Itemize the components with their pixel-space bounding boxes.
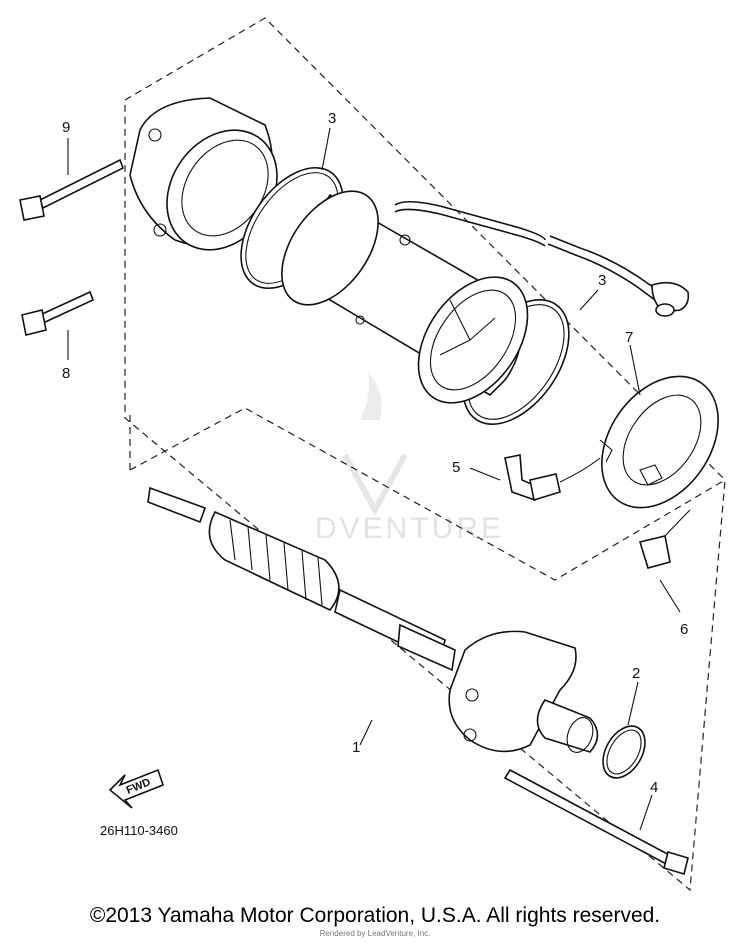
callout-3-right: 3 (598, 272, 606, 289)
o-ring-2-inner (606, 729, 642, 775)
starter-motor-exploded-diagram: DVENTURE (19, 17, 726, 892)
callout-2: 2 (632, 665, 640, 682)
callout-1: 1 (352, 739, 360, 756)
watermark-text: DVENTURE (315, 512, 504, 545)
bolt-9 (19, 158, 125, 221)
bolt-8 (21, 290, 95, 336)
copyright-notice: ©2013 Yamaha Motor Corporation, U.S.A. A… (89, 904, 661, 927)
motor-yoke (281, 190, 529, 404)
leader-lines (67, 127, 681, 831)
brush-holder-plate (599, 375, 719, 509)
callout-9: 9 (62, 119, 70, 136)
render-credit: Rendered by LeadVenture, Inc. (319, 929, 431, 938)
callout-3-top: 3 (328, 110, 336, 127)
o-ring-2 (602, 725, 646, 779)
callout-4: 4 (650, 779, 658, 796)
long-bolt (503, 768, 689, 876)
assembly-boundary (124, 17, 726, 892)
forward-direction-arrow: FWD (108, 768, 164, 809)
callout-7: 7 (625, 329, 633, 346)
part-code: 26H110-3460 (100, 823, 178, 838)
callout-8: 8 (62, 365, 70, 382)
brush-6 (638, 509, 691, 569)
brush-assembly (504, 454, 601, 502)
callout-5: 5 (452, 459, 460, 476)
callout-6: 6 (680, 621, 688, 638)
armature (147, 486, 456, 672)
rear-bracket (448, 630, 599, 753)
lead-wire (394, 200, 690, 317)
watermark: DVENTURE (315, 372, 504, 545)
